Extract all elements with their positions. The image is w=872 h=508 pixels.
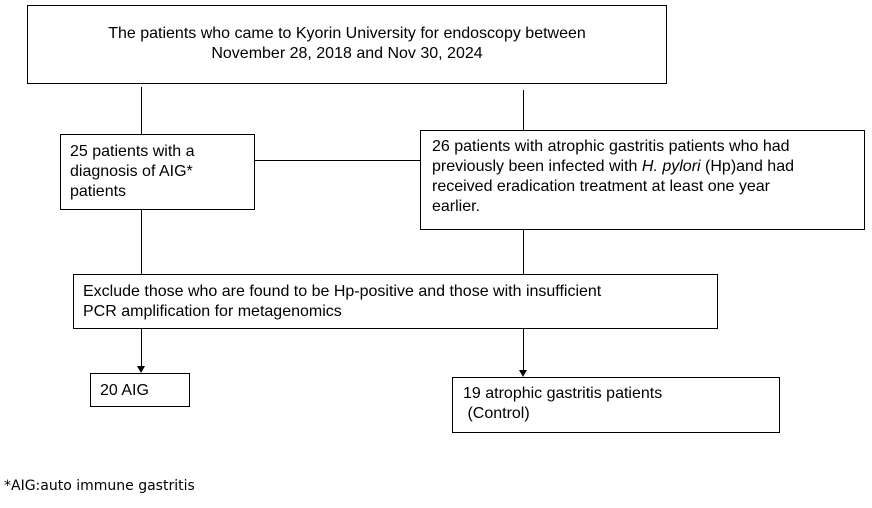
atrophic-line-3: received eradication treatment at least … xyxy=(432,178,770,195)
arrow-right-shaft xyxy=(523,329,524,370)
box-exclusion-criteria: Exclude those who are found to be Hp-pos… xyxy=(73,274,718,329)
atrophic-line-4: earlier. xyxy=(432,198,481,215)
connector-top-right xyxy=(523,90,524,130)
aig-final-line-1: 20 AIG xyxy=(100,382,149,399)
arrow-right-head xyxy=(519,370,527,377)
connector-horizontal-middle xyxy=(255,160,420,161)
footnote: *AIG:auto immune gastritis xyxy=(4,478,195,494)
connector-top-left xyxy=(141,87,142,134)
h-pylori-italic: H. pylori xyxy=(641,158,701,175)
arrow-left-shaft xyxy=(141,329,142,366)
connector-left-mid xyxy=(141,210,142,274)
control-line-2: (Control) xyxy=(463,405,530,422)
enrollment-line-1: The patients who came to Kyorin Universi… xyxy=(108,25,586,42)
aig-patients-line-2: diagnosis of AIG* xyxy=(70,163,193,180)
box-enrollment: The patients who came to Kyorin Universi… xyxy=(27,5,667,84)
enrollment-line-2: November 28, 2018 and Nov 30, 2024 xyxy=(211,45,483,62)
control-line-1: 19 atrophic gastritis patients xyxy=(463,385,663,402)
exclusion-line-2: PCR amplification for metagenomics xyxy=(83,303,342,320)
arrow-left-head xyxy=(137,366,145,373)
atrophic-line-2: previously been infected with H. pylori … xyxy=(432,157,864,177)
atrophic-line-2-prefix: previously been infected with xyxy=(432,158,642,175)
aig-patients-line-1: 25 patients with a xyxy=(70,143,195,160)
connector-right-mid xyxy=(523,230,524,274)
box-atrophic-gastritis-patients: 26 patients with atrophic gastritis pati… xyxy=(420,130,865,230)
box-aig-final: 20 AIG xyxy=(90,373,190,407)
aig-patients-line-3: patients xyxy=(70,183,127,200)
atrophic-line-2-suffix: (Hp)and had xyxy=(700,158,794,175)
box-aig-patients: 25 patients with a diagnosis of AIG* pat… xyxy=(60,134,255,210)
box-control-group: 19 atrophic gastritis patients (Control) xyxy=(452,377,780,433)
exclusion-line-1: Exclude those who are found to be Hp-pos… xyxy=(83,283,602,300)
atrophic-line-1: 26 patients with atrophic gastritis pati… xyxy=(432,138,790,155)
